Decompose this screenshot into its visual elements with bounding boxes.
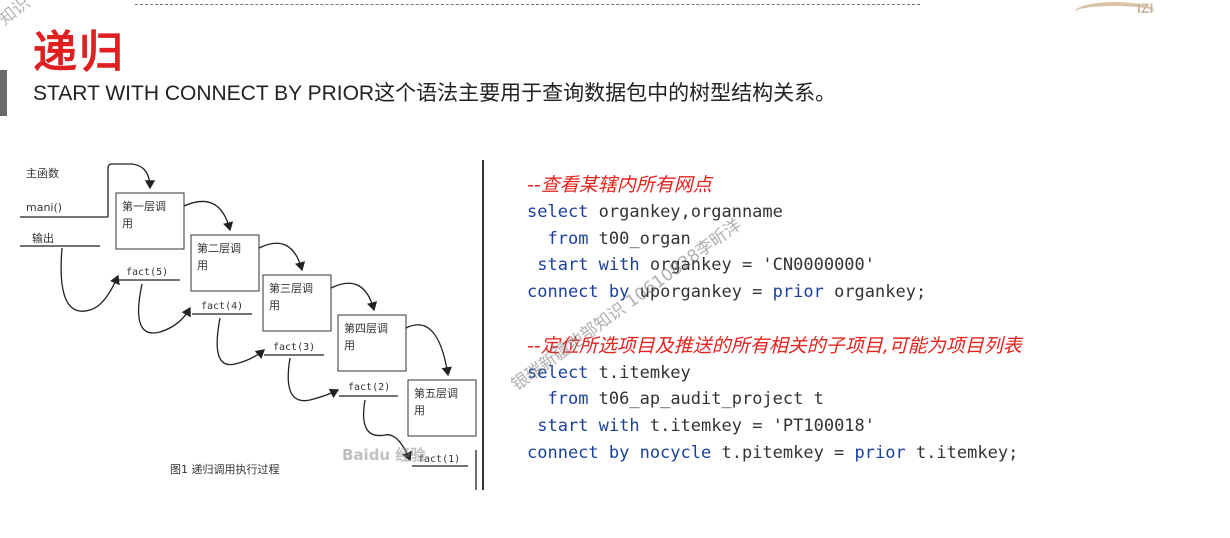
- label-main-func: 主函数: [26, 167, 59, 180]
- svg-text:第二层调: 第二层调: [197, 241, 241, 255]
- level-3: 第三层调 用 fact(3): [262, 274, 332, 356]
- code-keyword: select: [527, 201, 589, 222]
- code-keyword: prior: [772, 282, 824, 303]
- code-text: organkey;: [823, 282, 927, 303]
- accent-bar: [0, 70, 7, 116]
- code-text: t.itemkey: [588, 362, 691, 383]
- brand-logo: IZI: [1075, 0, 1230, 22]
- logo-swoosh-icon: [1075, 2, 1155, 22]
- level-2: 第二层调 用 fact(4): [190, 234, 260, 315]
- code-comment-1: --查看某辖内所有网点: [527, 174, 712, 196]
- logo-text: IZI: [1137, 0, 1154, 16]
- vertical-divider: [482, 160, 484, 490]
- code-keyword: start with: [537, 255, 640, 276]
- diagram-caption: 图1 递归调用执行过程: [170, 462, 280, 476]
- code-text: uporgankey =: [629, 282, 773, 303]
- code-keyword: start with: [537, 416, 640, 437]
- fact-label-1: fact(5): [126, 267, 168, 278]
- svg-text:第一层调: 第一层调: [122, 199, 166, 213]
- sql-code-block: --查看某辖内所有网点 select organkey,organname fro…: [527, 172, 1022, 467]
- code-text: organkey = 'CN0000000': [639, 255, 876, 276]
- code-keyword: connect by nocycle: [527, 442, 712, 463]
- fact-label-3: fact(3): [273, 342, 315, 353]
- fact-label-2: fact(4): [201, 301, 243, 312]
- level-5: 第五层调 用 fact(1): [407, 379, 477, 467]
- code-keyword: prior: [854, 442, 906, 463]
- code-keyword: from: [547, 389, 589, 410]
- svg-text:第三层调: 第三层调: [269, 281, 313, 295]
- slide-subtitle: START WITH CONNECT BY PRIOR这个语法主要用于查询数据包…: [33, 82, 837, 105]
- top-dashed-rule: [135, 4, 920, 5]
- svg-text:用: 用: [269, 299, 280, 312]
- svg-text:用: 用: [122, 217, 133, 230]
- level-1: 第一层调 用 fact(5): [115, 192, 185, 281]
- code-keyword: connect by: [527, 282, 630, 303]
- code-text: t06_ap_audit_project t: [588, 389, 824, 410]
- watermark-top-left: 知识 10616: [0, 0, 81, 30]
- svg-text:用: 用: [414, 404, 425, 417]
- recursion-diagram: 主函数 mani() 输出 第一层调 用 fact(5) 第二层调 用 fact…: [20, 163, 477, 490]
- code-text: t.itemkey;: [905, 442, 1019, 463]
- svg-text:用: 用: [344, 339, 355, 352]
- slide-title: 递归: [33, 27, 125, 78]
- code-text: t.pitemkey =: [711, 442, 855, 463]
- code-comment-2: --定位所选项目及推送的所有相关的子项目,可能为项目列表: [527, 334, 1022, 357]
- diagram-watermark: Baidu 经验: [342, 446, 426, 464]
- fact-label-4: fact(2): [348, 382, 390, 393]
- svg-text:第四层调: 第四层调: [344, 321, 388, 335]
- svg-text:第五层调: 第五层调: [414, 386, 458, 400]
- svg-text:用: 用: [197, 259, 208, 272]
- code-keyword: select: [527, 362, 589, 383]
- fact-label-5: fact(1): [418, 454, 460, 465]
- code-keyword: from: [547, 228, 589, 249]
- code-text: t.itemkey = 'PT100018': [639, 416, 876, 437]
- label-output: 输出: [32, 231, 54, 245]
- label-mani: mani(): [26, 201, 62, 214]
- code-text: organkey,organname: [588, 201, 783, 222]
- code-text: t00_organ: [588, 228, 691, 249]
- level-4: 第四层调 用 fact(2): [337, 314, 407, 397]
